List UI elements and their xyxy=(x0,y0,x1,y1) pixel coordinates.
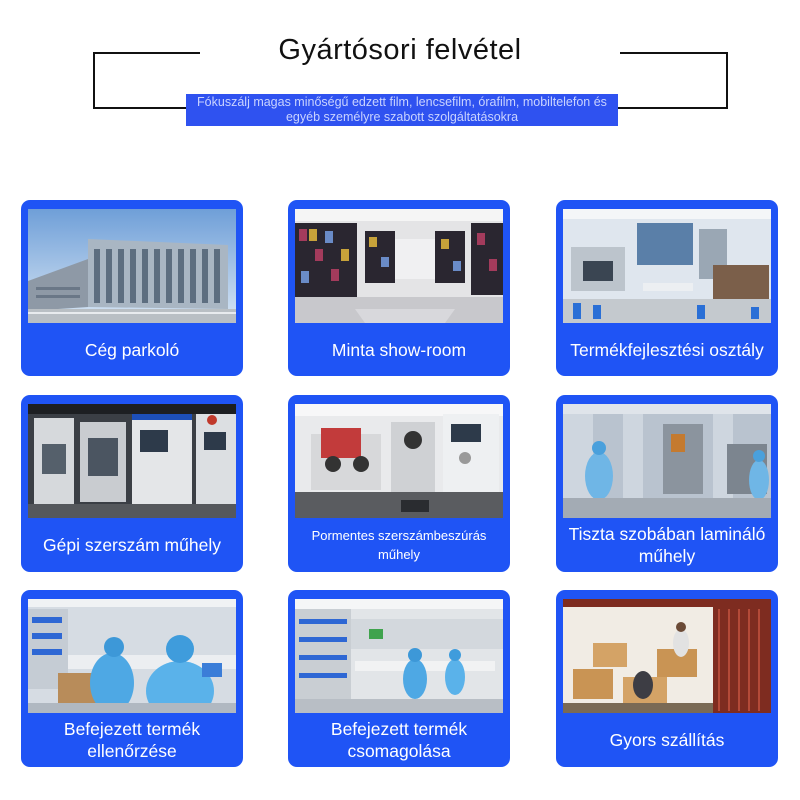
header-frame-bottom-right xyxy=(616,107,728,109)
product-packaging-photo xyxy=(295,599,503,713)
card-label: Befejezett termék ellenőrzése xyxy=(63,719,201,761)
card-label: Pormentes szerszámbeszúrás műhely xyxy=(311,528,487,562)
page-title: Gyártósori felvétel xyxy=(200,30,600,70)
header-frame-top-right xyxy=(620,52,728,54)
card-fast-shipping: Gyors szállítás xyxy=(556,590,778,767)
product-inspection-photo xyxy=(28,599,236,713)
card-label: Gyors szállítás xyxy=(609,730,725,750)
card-sample-showroom: Minta show-room xyxy=(288,200,510,376)
header-frame-left xyxy=(93,52,95,109)
die-cutting-workshop-photo xyxy=(295,404,503,518)
card-product-inspection: Befejezett termék ellenőrzése xyxy=(21,590,243,767)
card-cleanroom-lamination: Tiszta szobában lamináló műhely xyxy=(556,395,778,572)
card-label: Termékfejlesztési osztály xyxy=(570,339,764,360)
company-building-photo xyxy=(28,209,236,323)
header-frame-right xyxy=(726,52,728,109)
sample-showroom-photo xyxy=(295,209,503,323)
cnc-machine-workshop-photo xyxy=(28,404,236,518)
card-label: Gépi szerszám műhely xyxy=(43,535,221,555)
rnd-department-photo xyxy=(563,209,771,323)
cleanroom-lamination-photo xyxy=(563,404,771,518)
card-label: Cég parkoló xyxy=(84,339,180,360)
page-subtitle: Fókuszálj magas minőségű edzett film, le… xyxy=(186,94,618,126)
card-machine-tool-workshop: Gépi szerszám műhely xyxy=(21,395,243,572)
fast-shipping-photo xyxy=(563,599,771,713)
card-label: Minta show-room xyxy=(331,339,467,360)
card-product-packaging: Befejezett termék csomagolása xyxy=(288,590,510,767)
header-frame-bottom-left xyxy=(93,107,188,109)
card-label: Befejezett termék csomagolása xyxy=(330,719,468,761)
card-company-parking: Cég parkoló xyxy=(21,200,243,376)
header-frame-top-left xyxy=(93,52,202,54)
card-rnd-department: Termékfejlesztési osztály xyxy=(556,200,778,376)
card-label: Tiszta szobában lamináló műhely xyxy=(568,524,766,566)
card-die-cutting-workshop: Pormentes szerszámbeszúrás műhely xyxy=(288,395,510,572)
